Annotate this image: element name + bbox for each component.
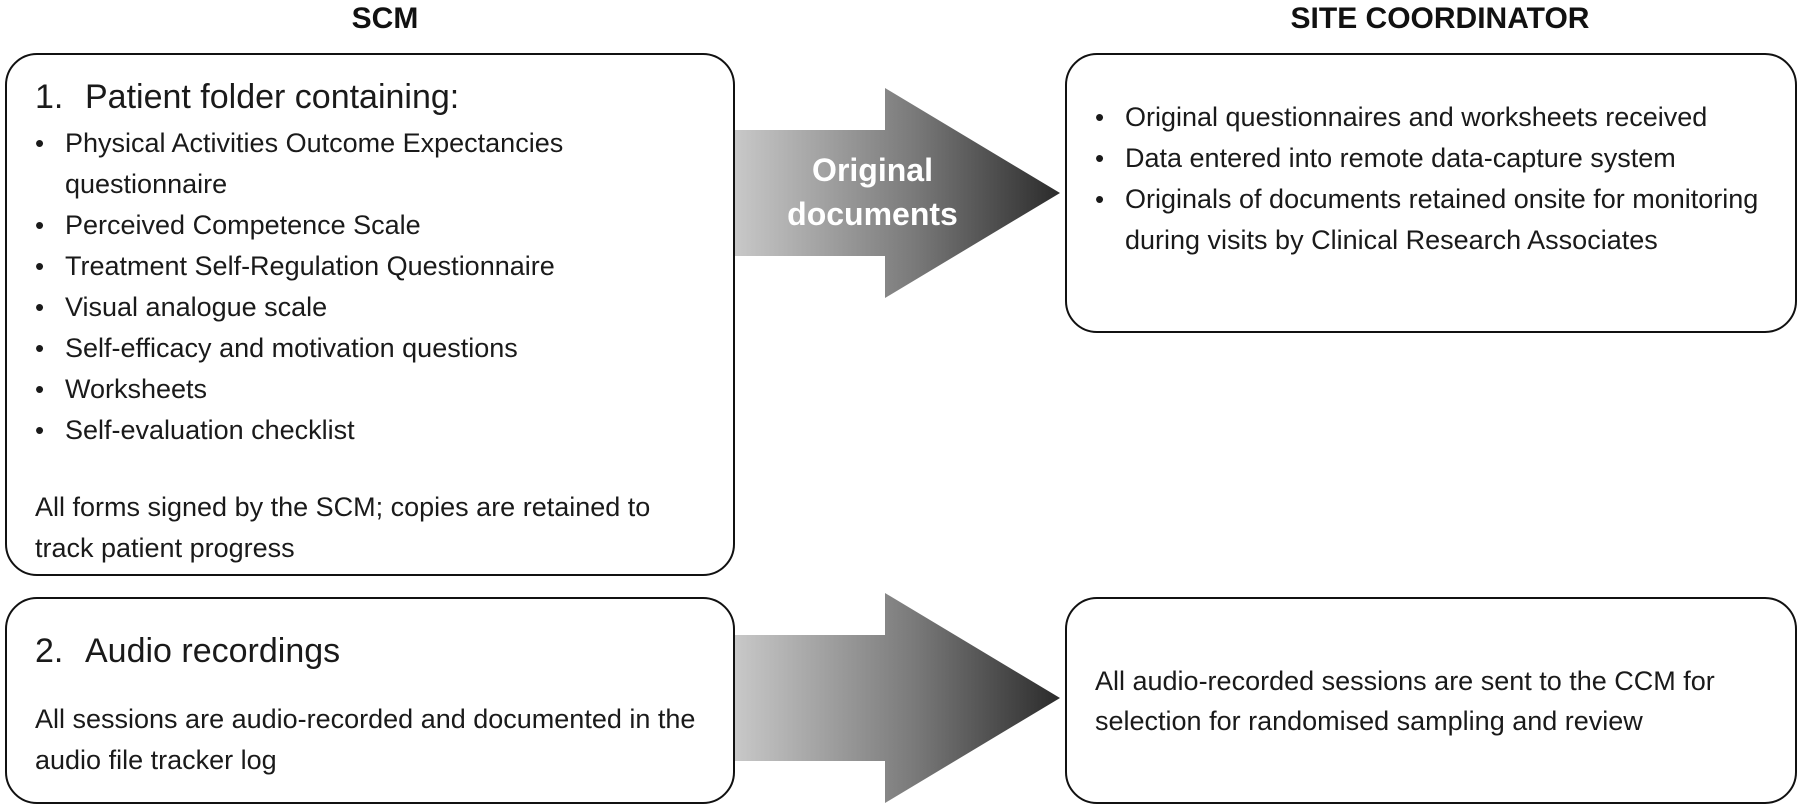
patient-folder-note: All forms signed by the SCM; copies are …: [35, 492, 651, 563]
site-coordinator-column-heading: SITE COORDINATOR: [1290, 2, 1590, 35]
step-number: 2.: [35, 632, 64, 670]
original-documents-arrow-icon: [735, 88, 1060, 298]
list-item: Perceived Competence Scale: [35, 205, 709, 246]
audio-arrow-icon: [735, 593, 1060, 803]
patient-folder-list: Physical Activities Outcome Expectancies…: [35, 123, 709, 451]
list-item: Worksheets: [35, 369, 709, 410]
list-item: Data entered into remote data-capture sy…: [1095, 138, 1775, 179]
patient-folder-title-text: Patient folder containing:: [85, 78, 460, 116]
original-documents-label: Original documents: [787, 152, 958, 232]
audio-recordings-box: 2. Audio recordings All sessions are audi…: [5, 597, 735, 804]
site-documents-box: Original questionnaires and worksheets r…: [1065, 53, 1797, 333]
list-item: Self-efficacy and motivation questions: [35, 328, 709, 369]
audio-recordings-note: All sessions are audio-recorded and docu…: [35, 704, 696, 775]
scm-column-heading: SCM: [351, 2, 419, 35]
patient-folder-title: 1. Patient folder containing:: [35, 75, 709, 119]
site-audio-note: All audio-recorded sessions are sent to …: [1095, 666, 1715, 736]
list-item: Self-evaluation checklist: [35, 410, 709, 451]
audio-recordings-title: 2. Audio recordings: [35, 629, 709, 673]
site-audio-box: All audio-recorded sessions are sent to …: [1065, 597, 1797, 804]
audio-recordings-title-text: Audio recordings: [85, 632, 341, 670]
list-item: Original questionnaires and worksheets r…: [1095, 97, 1775, 138]
patient-folder-box: 1. Patient folder containing: Physical Ac…: [5, 53, 735, 576]
list-item: Visual analogue scale: [35, 287, 709, 328]
list-item: Treatment Self-Regulation Questionnaire: [35, 246, 709, 287]
list-item: Originals of documents retained onsite f…: [1095, 179, 1775, 261]
step-number: 1.: [35, 78, 64, 116]
site-documents-list: Original questionnaires and worksheets r…: [1095, 97, 1775, 261]
list-item: Physical Activities Outcome Expectancies…: [35, 123, 709, 205]
